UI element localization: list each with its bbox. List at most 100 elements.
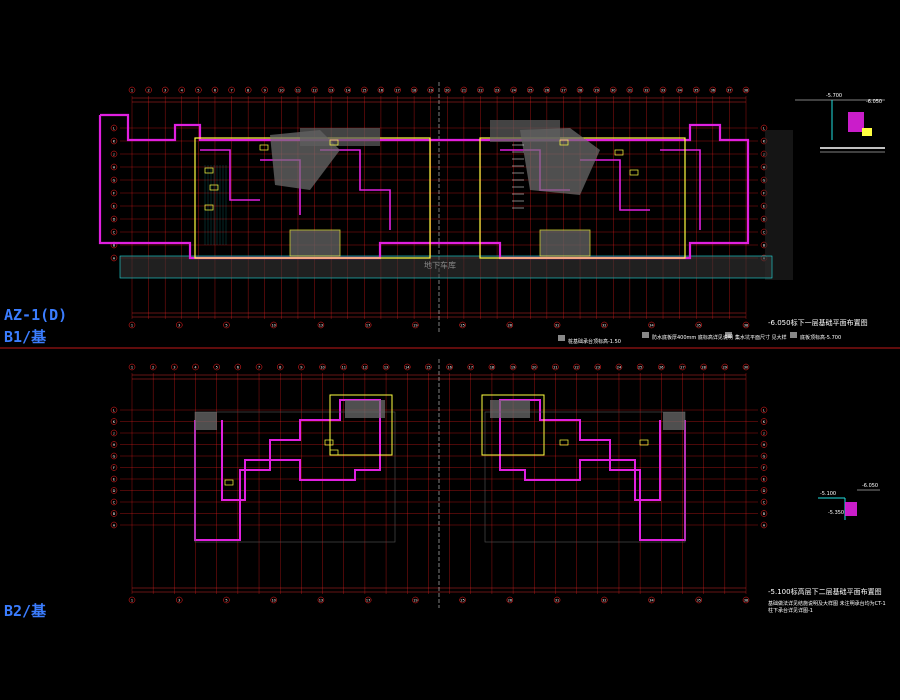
b1-grid-bubble-side — [110, 150, 118, 158]
b2-grid-bubble — [446, 363, 453, 371]
b1-grid-label-bottom: 19 — [413, 324, 417, 328]
b2-bound-right — [484, 411, 686, 543]
b1-grid-label-side: J — [762, 153, 764, 157]
b2-grid-label-side: E — [763, 478, 765, 482]
b1-inner-wall — [580, 159, 650, 211]
b1-grid-label-top: 25 — [528, 89, 532, 93]
b2-grid-bubble-side — [760, 452, 768, 460]
b1-grid-bubble — [211, 86, 219, 94]
b2-grid-bubble-side — [760, 487, 768, 494]
b1-grid-label-bottom: 35 — [697, 324, 701, 328]
b2-grid-bubble-bottom — [317, 596, 325, 604]
b1-grid-label-top: 4 — [181, 89, 184, 93]
b2-grid-label-top: 7 — [258, 366, 260, 370]
b1-grid-bubble-side — [110, 228, 118, 236]
b1-grid-bubble — [261, 86, 269, 94]
b1-grid-label-side: D — [113, 218, 116, 222]
b2-grid-label-side: H — [763, 443, 766, 447]
b2-plan-title: -5.100标高层下二层基础平面布置图 — [768, 588, 882, 596]
b1-legend-swatch — [642, 332, 649, 338]
b1-grid-label-top: 34 — [677, 89, 682, 93]
b1-pile-cap-tag — [204, 204, 214, 211]
b1-grid-bubble-side — [110, 189, 118, 197]
b1-grid-bubble — [626, 86, 634, 94]
b1-pit-left — [289, 229, 341, 257]
b1-grid-label-side: A — [113, 257, 116, 261]
b2-grid-label-top: 24 — [617, 366, 622, 370]
b2-grid-bubble-bottom — [364, 596, 372, 604]
b1-grid-label-bottom: 32 — [602, 324, 606, 328]
b1-grid-label-top: 30 — [611, 89, 615, 93]
b1-grid-label-side: C — [113, 231, 116, 235]
b2-grid-bubble — [552, 363, 559, 371]
b1-grid-label-top: 29 — [594, 89, 598, 93]
b2-level-label: B2/基 — [4, 602, 47, 620]
b1-grid-label-top: 36 — [711, 89, 715, 93]
b1-grid-bubble — [560, 86, 567, 94]
b2-grid-label-top: 5 — [216, 366, 218, 370]
b1-grid-bubble — [643, 86, 650, 94]
b2-grid-label-side: G — [763, 455, 766, 459]
b1-grid-bubble — [543, 86, 551, 94]
b2-grid-label-side: G — [113, 455, 116, 459]
b2-grid-label-bottom: 13 — [319, 599, 323, 603]
b2-grid-bubble — [488, 363, 496, 371]
b2-grid-label-side: K — [763, 420, 766, 424]
b1-grid-label-top: 14 — [345, 89, 350, 93]
b1-grid-bubble — [676, 86, 683, 94]
b2-grid-label-bottom: 17 — [366, 599, 370, 603]
b2-pile-cap-tag — [224, 479, 234, 486]
b1-grid-bubble — [145, 86, 152, 94]
b2-grid-label-side: A — [113, 524, 116, 528]
b1-grid-label-side: K — [763, 140, 766, 144]
b2-grid-bubble-bottom — [601, 596, 608, 604]
b2-grid-label-side: J — [762, 432, 764, 436]
b1-grid-bubble — [128, 86, 136, 94]
b1-grid-label-top: 17 — [395, 89, 399, 93]
b2-grid-bubble — [382, 363, 390, 371]
b2-grid-bubble — [573, 363, 580, 371]
b2-grid-bubble-side — [110, 406, 118, 414]
b2-grid-bubble — [658, 363, 665, 371]
b2-grid-label-side: D — [113, 489, 116, 493]
b2-grid-label-top: 19 — [511, 366, 515, 370]
b1-grid-label-side: K — [113, 140, 116, 144]
b2-grid-label-side: F — [763, 466, 765, 470]
b2-grid-bubble-side — [760, 418, 768, 425]
b1-grid-label-bottom: 5 — [225, 324, 227, 328]
b1-grid-label-side: F — [763, 192, 765, 196]
b1-plan-title: -6.050标下一层基础平面布置图 — [768, 319, 868, 327]
b2-grid-label-bottom: 3 — [178, 599, 180, 603]
b1-grid-label-top: 7 — [230, 89, 232, 93]
b1-grid-label-side: F — [113, 192, 115, 196]
b1-grid-bubble-bottom — [601, 321, 608, 329]
b1-grid-bubble-bottom — [317, 321, 325, 329]
b2-grid-label-side: D — [763, 489, 766, 493]
b2-grid-label-top: 11 — [341, 366, 345, 370]
b1-grid-bubble — [327, 86, 335, 94]
b1-pile-cap-tag — [329, 139, 339, 146]
b1-grid-label-top: 35 — [694, 89, 698, 93]
b2-grid-bubble-bottom — [175, 596, 183, 604]
b2-grid-bubble-side — [760, 521, 768, 529]
b2-grid-bubble-bottom — [648, 596, 655, 604]
b2-grid-bubble — [403, 363, 411, 371]
b1-slab-hatch — [120, 256, 772, 278]
b1-shaded-zone-right — [520, 128, 600, 195]
b1-grid-label-top: 16 — [379, 89, 383, 93]
b2-grid-label-bottom: 34 — [649, 599, 654, 603]
b2-grid-label-side: B — [113, 512, 116, 516]
b2-grid-label-bottom: 10 — [271, 599, 275, 603]
b2-grid-label-bottom: 19 — [413, 599, 417, 603]
b1-grid-label-top: 19 — [428, 89, 432, 93]
b2-grid-label-top: 1 — [131, 366, 133, 370]
b2-grid-label-top: 15 — [426, 366, 430, 370]
b1-grid-bubble-side — [110, 176, 118, 184]
b2-note-line-1: 基础做法详见结施说明及大样图 未注明承台均为CT-1 — [768, 601, 886, 607]
detail-mid-elev-1: -5.100 — [820, 491, 836, 497]
b2-grid-bubble-side — [110, 521, 118, 529]
b2-grid-bubble-bottom — [128, 596, 136, 604]
b1-pile-cap-tag — [629, 169, 639, 176]
b2-grid-label-bottom: 5 — [225, 599, 227, 603]
